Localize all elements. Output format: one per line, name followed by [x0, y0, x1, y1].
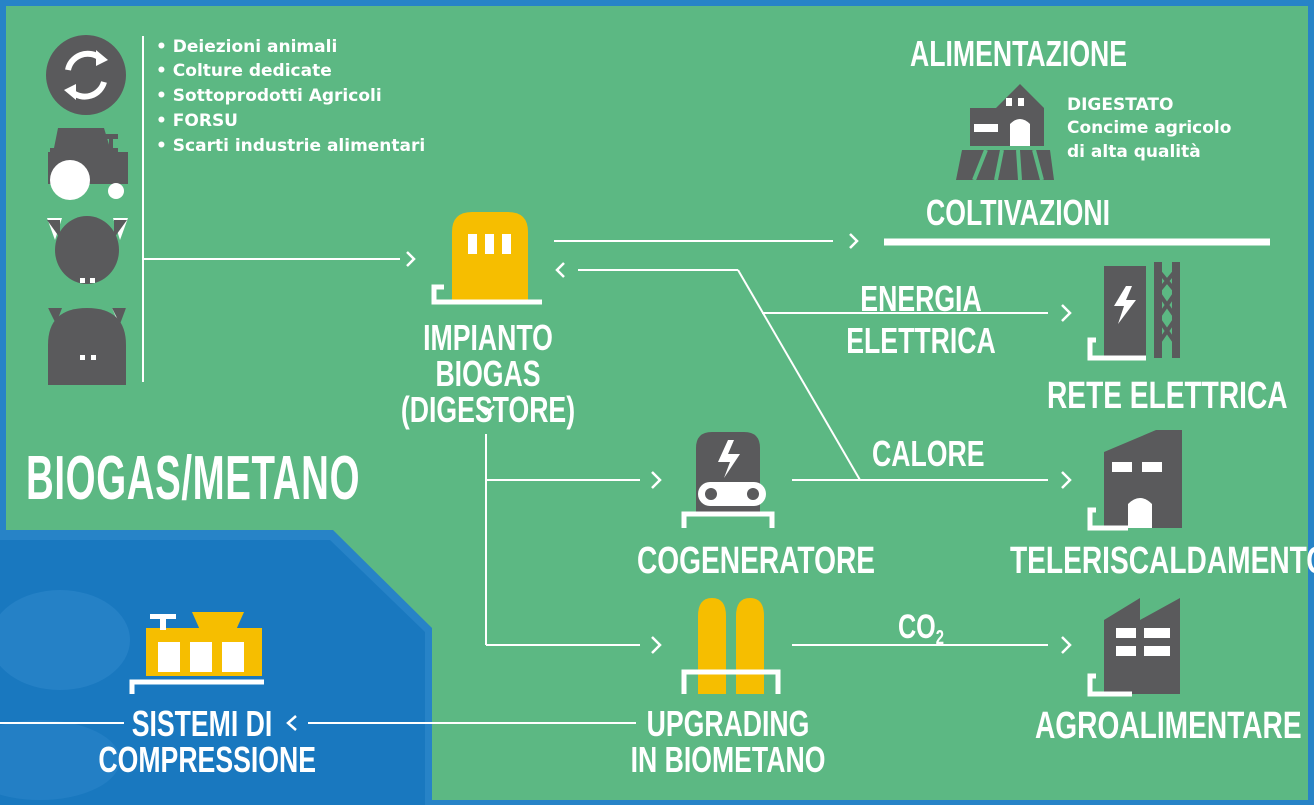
impianto-label: IMPIANTO BIOGAS (DIGESTORE)	[400, 317, 576, 430]
source-item: • Deiezioni animali	[156, 37, 338, 57]
agrifood-factory-icon	[1087, 598, 1180, 697]
down-arrow	[477, 405, 495, 416]
cogenerator-icon	[681, 432, 775, 528]
main-title: BIOGAS/METANO	[26, 444, 361, 513]
teleriscaldamento-label: TELERISCALDAMENTO	[1010, 540, 1314, 582]
compressor-icon	[129, 612, 264, 694]
co2-text: CO	[898, 608, 936, 646]
energia-label: ENERGIA ELETTRICA	[846, 278, 996, 362]
cogeneratore-label: COGENERATORE	[637, 540, 876, 582]
digestato-line2: di alta qualità	[1067, 142, 1201, 162]
upgrading-icon	[681, 598, 781, 694]
digester-icon	[431, 212, 542, 305]
diagonal-return	[737, 269, 861, 481]
upgrading-label: UPGRADING IN BIOMETANO	[630, 703, 826, 780]
alimentazione-label: ALIMENTAZIONE	[910, 33, 1128, 74]
recycle-icon	[46, 35, 126, 115]
cow-icon	[47, 216, 128, 284]
farm-icon	[956, 84, 1054, 181]
feed-arrow	[406, 251, 416, 267]
source-item: • Colture dedicate	[156, 61, 332, 81]
pig-icon	[48, 308, 126, 385]
compressione-label: SISTEMI DI COMPRESSIONE	[98, 703, 316, 780]
digestato-title: DIGESTATO	[1067, 95, 1174, 115]
coltivazioni-label: COLTIVAZIONI	[926, 192, 1111, 233]
power-grid-icon	[1087, 262, 1180, 361]
source-item: • FORSU	[156, 111, 238, 131]
calore-label: CALORE	[872, 433, 985, 474]
green-panel	[6, 6, 1308, 800]
agroalimentare-label: AGROALIMENTARE	[1035, 705, 1302, 747]
tractor-icon	[48, 128, 128, 200]
source-item: • Scarti industrie alimentari	[156, 136, 426, 156]
co2-subscript: 2	[935, 627, 944, 649]
digestato-line1: Concime agricolo	[1067, 118, 1232, 138]
source-item: • Sottoprodotti Agricoli	[156, 86, 382, 106]
rete-elettrica-label: RETE ELETTRICA	[1047, 375, 1288, 417]
district-heating-icon	[1087, 430, 1182, 531]
co2-label: CO2	[898, 610, 944, 648]
